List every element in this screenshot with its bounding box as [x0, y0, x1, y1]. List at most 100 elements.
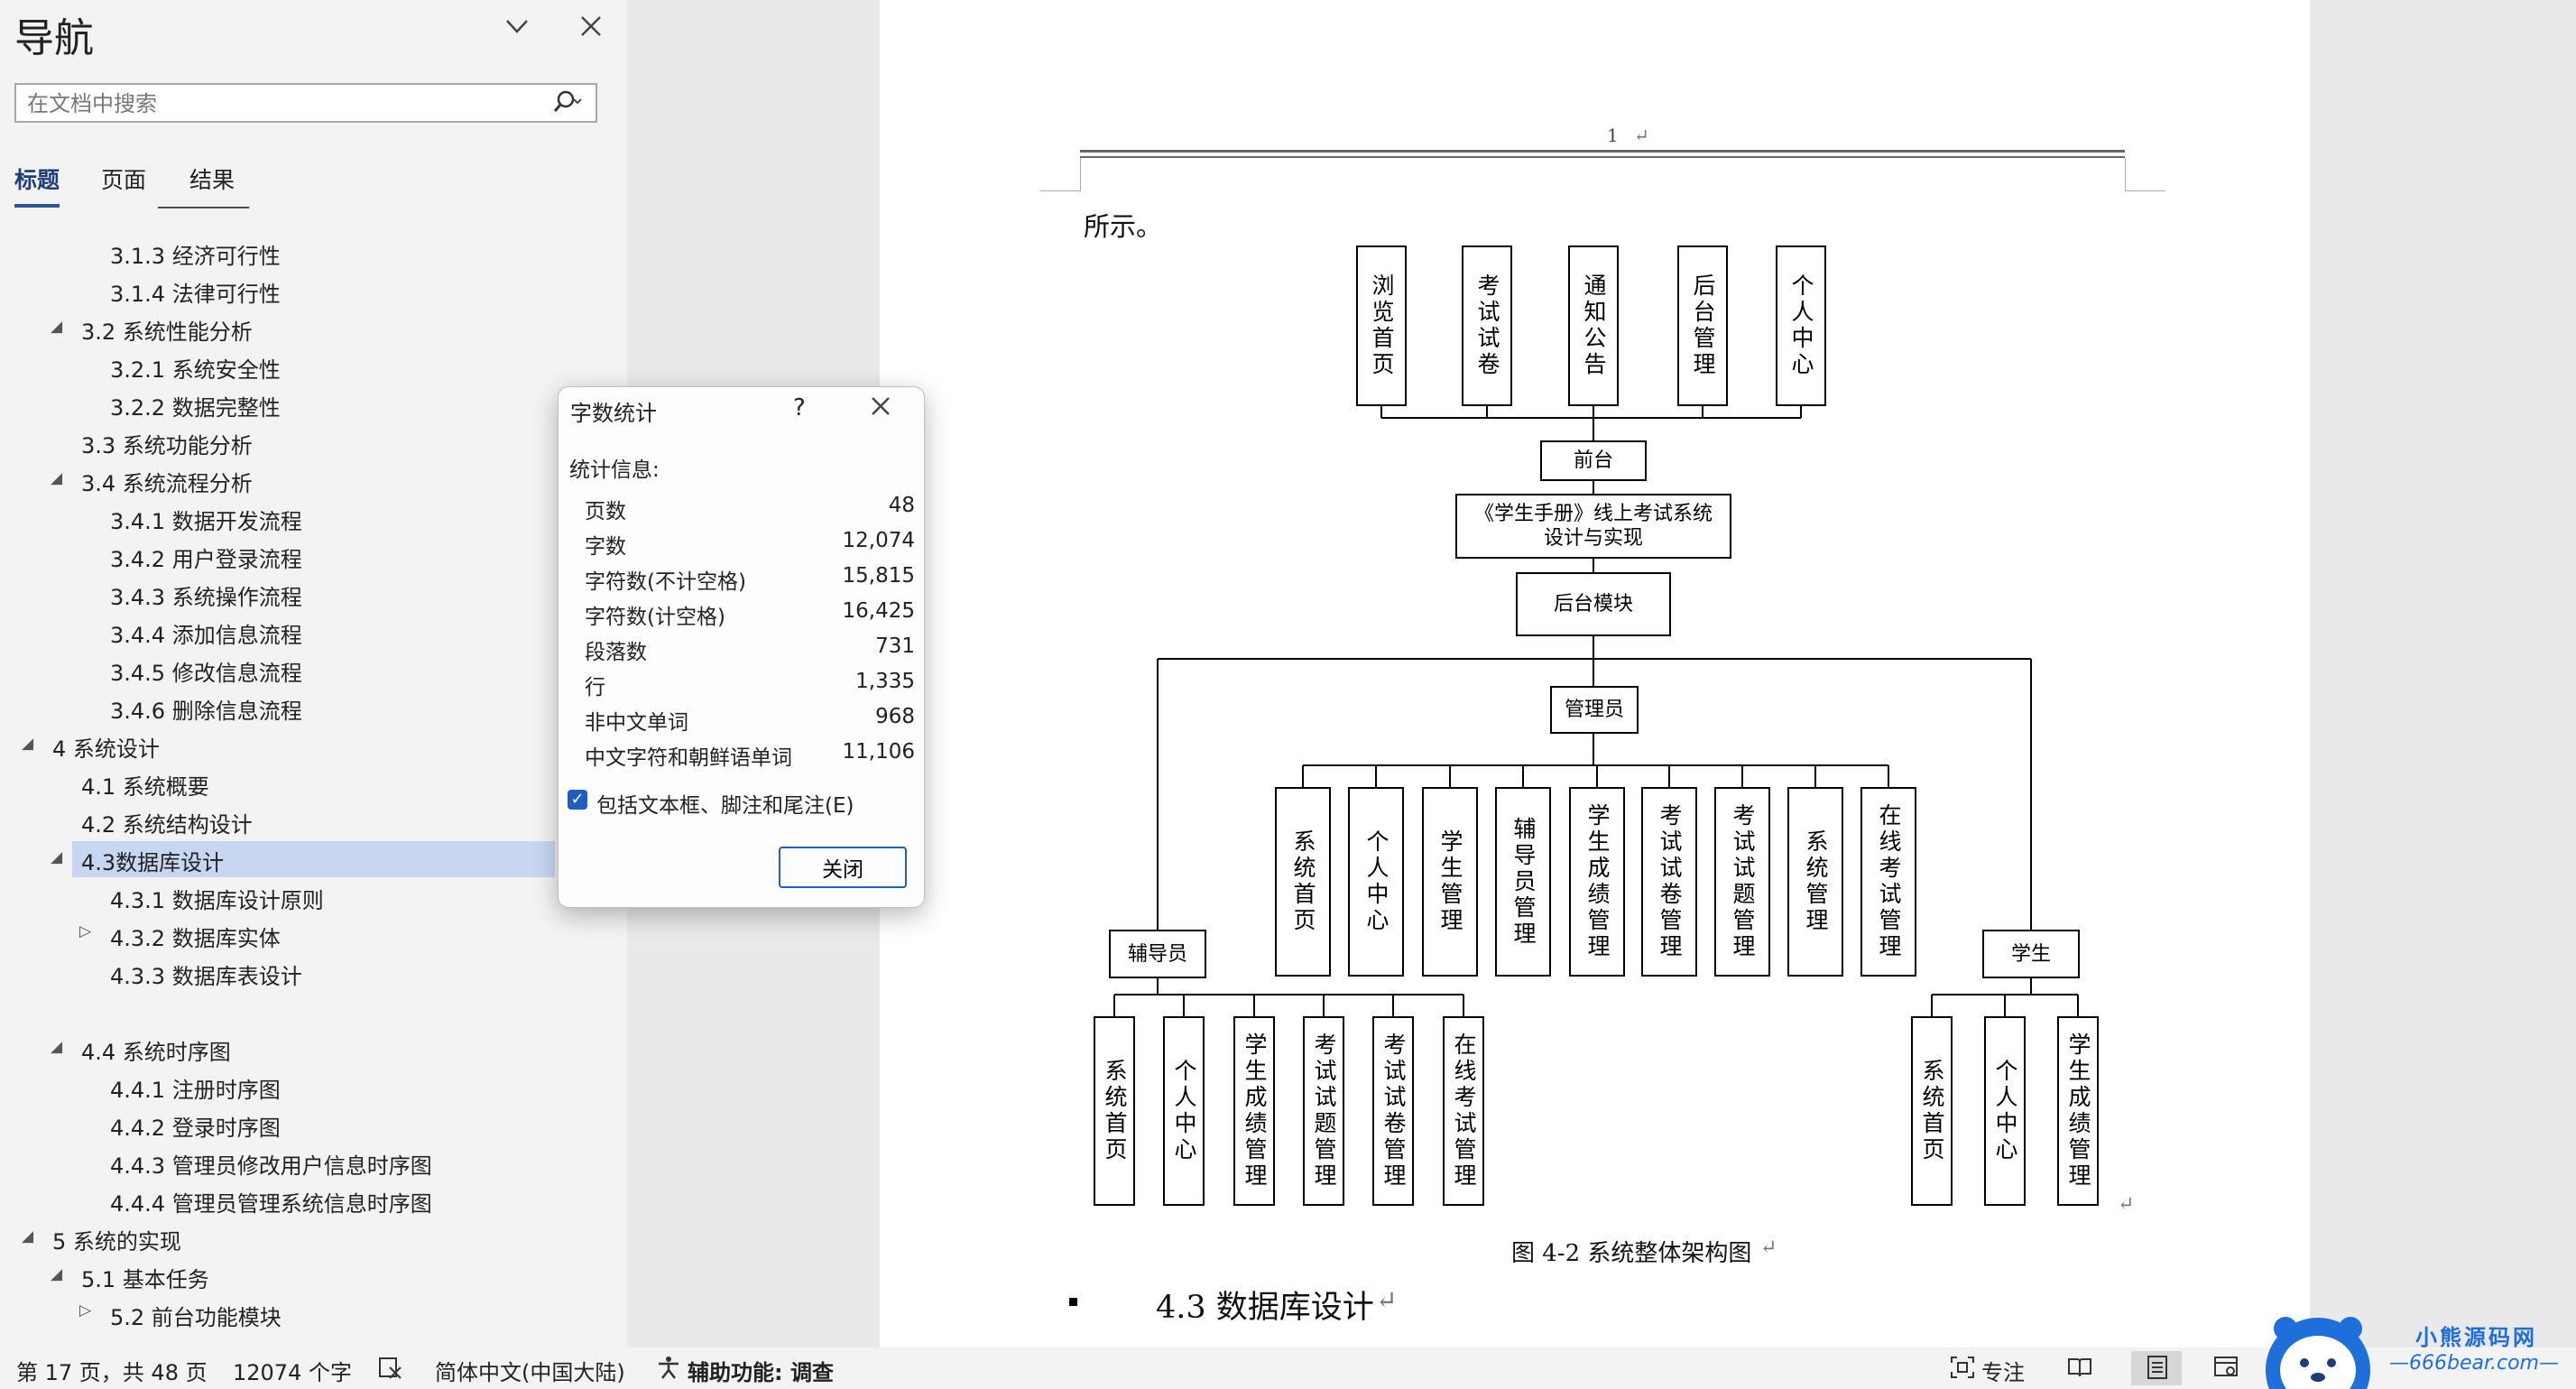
- nav-heading-4-4-3[interactable]: 4.4.3 管理员修改用户信息时序图: [110, 1153, 432, 1179]
- expanded-arrow-icon[interactable]: ◢: [22, 1227, 34, 1245]
- paragraph-mark: ↵: [1760, 1236, 1777, 1259]
- nav-heading-3-4-6[interactable]: 3.4.6 删除信息流程: [110, 699, 302, 724]
- nav-heading-4-4-4[interactable]: 4.4.4 管理员管理系统信息时序图: [110, 1191, 432, 1217]
- stat-label: 字符数(不计空格): [585, 570, 746, 594]
- active-tab-indicator: [14, 204, 60, 208]
- tab-headings[interactable]: 标题: [14, 167, 60, 193]
- navigation-title: 导航: [14, 15, 94, 61]
- nav-heading-4[interactable]: 4 系统设计: [52, 736, 160, 762]
- section-heading: 4.3 数据库设计: [1156, 1290, 1374, 1326]
- diagram-node: 学生管理: [1422, 787, 1478, 977]
- diagram-node: 在线考试管理: [1860, 787, 1916, 977]
- nav-heading-3-1-3[interactable]: 3.1.3 经济可行性: [110, 244, 281, 269]
- diagram-node: 考试试卷管理: [1641, 787, 1697, 977]
- document-right-gutter: [2310, 0, 2576, 1347]
- focus-mode[interactable]: 专注: [1981, 1360, 2025, 1385]
- nav-heading-4-1[interactable]: 4.1 系统概要: [81, 774, 209, 800]
- nav-heading-4-4-1[interactable]: 4.4.1 注册时序图: [110, 1078, 281, 1103]
- chevron-down-icon[interactable]: [503, 13, 531, 47]
- accessibility-status[interactable]: 辅助功能: 调查: [688, 1360, 834, 1385]
- diagram-node: 系统管理: [1787, 787, 1843, 977]
- diagram-node: 学生成绩管理: [1569, 787, 1625, 977]
- web-layout-icon[interactable]: [2212, 1355, 2239, 1385]
- stat-label: 行: [585, 676, 605, 699]
- nav-heading-4-3[interactable]: 4.3数据库设计: [81, 850, 225, 875]
- nav-heading-3-2-2[interactable]: 3.2.2 数据完整性: [110, 395, 281, 421]
- help-button[interactable]: ?: [793, 394, 806, 421]
- diagram-node: 考试试卷: [1462, 245, 1512, 406]
- search-field[interactable]: [14, 83, 597, 123]
- nav-heading-4-4-2[interactable]: 4.4.2 登录时序图: [110, 1116, 281, 1141]
- collapsed-arrow-icon[interactable]: ▷: [79, 1301, 92, 1320]
- tab-pages[interactable]: 页面: [101, 167, 147, 193]
- nav-heading-3-3[interactable]: 3.3 系统功能分析: [81, 433, 253, 458]
- stat-value: 968: [875, 705, 915, 728]
- search-icon[interactable]: [552, 88, 583, 122]
- page-info[interactable]: 第 17 页，共 48 页: [16, 1360, 208, 1385]
- stat-label: 页数: [585, 500, 626, 523]
- diagram-node: 浏览首页: [1356, 245, 1407, 406]
- nav-heading-3-2-1[interactable]: 3.2.1 系统安全性: [110, 357, 281, 383]
- nav-heading-4-3-2[interactable]: 4.3.2 数据库实体: [110, 926, 281, 951]
- stat-label: 字数: [585, 535, 626, 559]
- accessibility-icon[interactable]: [655, 1355, 682, 1385]
- expanded-arrow-icon[interactable]: ◢: [22, 735, 34, 753]
- nav-heading-3-4-2[interactable]: 3.4.2 用户登录流程: [110, 547, 302, 572]
- diagram-node-frontend: 前台: [1540, 440, 1647, 481]
- expanded-arrow-icon[interactable]: ◢: [51, 848, 63, 866]
- expanded-arrow-icon[interactable]: ◢: [51, 1265, 63, 1283]
- diagram-node: 个人中心: [1163, 1016, 1205, 1206]
- stat-value: 48: [888, 494, 915, 517]
- nav-heading-3-1-4[interactable]: 3.1.4 法律可行性: [110, 282, 281, 307]
- tab-results[interactable]: 结果: [189, 167, 235, 193]
- nav-heading-5[interactable]: 5 系统的实现: [52, 1229, 181, 1255]
- status-bar: 第 17 页，共 48 页 12074 个字 简体中文(中国大陆) 辅助功能: …: [0, 1347, 2576, 1389]
- close-icon[interactable]: [577, 13, 605, 47]
- word-count[interactable]: 12074 个字: [233, 1360, 352, 1385]
- nav-heading-3-2[interactable]: 3.2 系统性能分析: [81, 319, 253, 345]
- dialog-close-icon[interactable]: [865, 391, 896, 429]
- nav-heading-3-4-3[interactable]: 3.4.3 系统操作流程: [110, 585, 302, 610]
- diagram-node: 学生成绩管理: [1233, 1016, 1275, 1206]
- stat-value: 16,425: [842, 599, 915, 623]
- language-indicator[interactable]: 简体中文(中国大陆): [435, 1360, 625, 1385]
- navigation-pane: 导航 标题 页面 结果 ━━━━━━━ 3.1.3 经济可行性 3.1.4 法律…: [0, 0, 627, 1347]
- include-textboxes-checkbox[interactable]: ✓: [568, 790, 587, 810]
- stat-label: 非中文单词: [585, 711, 688, 735]
- watermark-site-name: 小熊源码网: [2415, 1325, 2537, 1350]
- stat-label: 中文字符和朝鲜语单词: [585, 746, 792, 770]
- proofing-icon[interactable]: [377, 1355, 404, 1385]
- print-layout-icon[interactable]: [2144, 1355, 2171, 1385]
- focus-icon[interactable]: [1949, 1355, 1976, 1385]
- diagram-node-backend: 后台模块: [1516, 572, 1671, 636]
- expanded-arrow-icon[interactable]: ◢: [51, 1038, 63, 1056]
- nav-heading-3-4[interactable]: 3.4 系统流程分析: [81, 471, 253, 496]
- nav-heading-3-4-4[interactable]: 3.4.4 添加信息流程: [110, 623, 302, 648]
- search-input[interactable]: [25, 88, 534, 119]
- watermark-site-url: —666bear.com—: [2389, 1352, 2559, 1375]
- body-text-fragment: 所示。: [1084, 211, 1163, 242]
- paragraph-mark: ↵: [2118, 1193, 2135, 1216]
- stat-value: 731: [875, 634, 915, 658]
- collapsed-arrow-icon[interactable]: ▷: [79, 922, 92, 940]
- read-mode-icon[interactable]: [2066, 1355, 2093, 1385]
- nav-heading-3-4-5[interactable]: 3.4.5 修改信息流程: [110, 661, 302, 686]
- diagram-node: 个人中心: [1348, 787, 1404, 977]
- nav-heading-3-4-1[interactable]: 3.4.1 数据开发流程: [110, 509, 302, 534]
- document-page[interactable]: 1 ↵ 所示。 浏览首页 考试试卷 通知公告: [880, 0, 2310, 1347]
- expanded-arrow-icon[interactable]: ◢: [51, 469, 63, 487]
- close-button[interactable]: 关闭: [779, 847, 907, 888]
- expanded-arrow-icon[interactable]: ◢: [51, 318, 63, 336]
- diagram-node-student: 学生: [1982, 930, 2080, 978]
- diagram-node: 系统首页: [1094, 1016, 1135, 1206]
- nav-heading-4-3-1[interactable]: 4.3.1 数据库设计原则: [110, 888, 324, 913]
- nav-heading-4-2[interactable]: 4.2 系统结构设计: [81, 812, 253, 838]
- nav-heading-5-1[interactable]: 5.1 基本任务: [81, 1267, 209, 1292]
- nav-heading-4-3-3[interactable]: 4.3.3 数据库表设计: [110, 964, 302, 989]
- include-textboxes-label: 包括文本框、脚注和尾注(E): [596, 794, 854, 818]
- list-bullet: [1069, 1298, 1077, 1306]
- nav-heading-4-4[interactable]: 4.4 系统时序图: [81, 1040, 231, 1065]
- diagram-node: 系统首页: [1275, 787, 1331, 977]
- stat-value: 1,335: [855, 670, 915, 693]
- nav-heading-5-2[interactable]: 5.2 前台功能模块: [110, 1305, 282, 1330]
